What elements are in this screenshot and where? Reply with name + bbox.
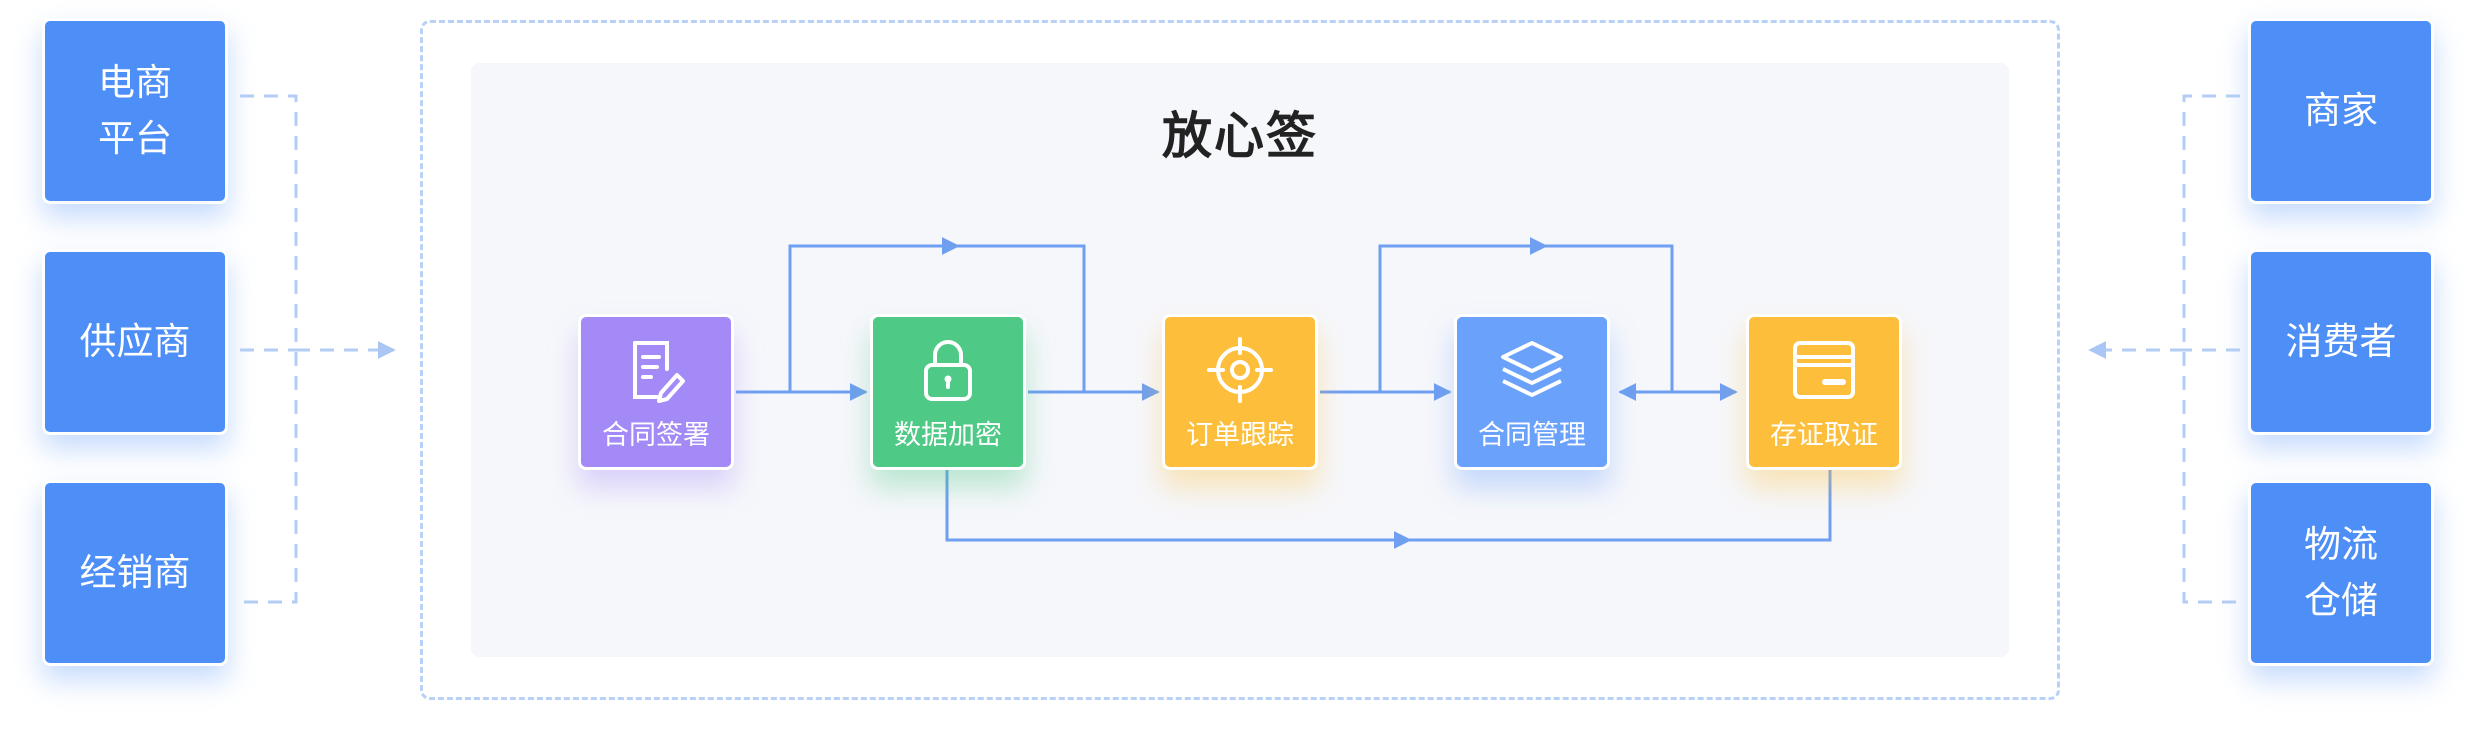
party-logistics-warehouse: 物流 仓储 bbox=[2248, 480, 2434, 666]
node-label: 合同签署 bbox=[602, 420, 710, 451]
node-contract-signing: 合同签署 bbox=[578, 314, 734, 470]
lock-icon bbox=[924, 340, 972, 401]
certificate-icon bbox=[1793, 341, 1855, 399]
source-supplier: 供应商 bbox=[42, 249, 228, 435]
party-merchant: 商家 bbox=[2248, 18, 2434, 204]
panel-title: 放心签 bbox=[1162, 107, 1318, 165]
left-bracket-connector bbox=[240, 94, 396, 604]
node-label: 合同管理 bbox=[1478, 420, 1586, 451]
node-data-encryption: 数据加密 bbox=[870, 314, 1026, 470]
node-label: 订单跟踪 bbox=[1186, 420, 1294, 451]
party-consumer: 消费者 bbox=[2248, 249, 2434, 435]
target-icon bbox=[1207, 337, 1273, 403]
node-contract-management: 合同管理 bbox=[1454, 314, 1610, 470]
node-label: 数据加密 bbox=[894, 420, 1002, 451]
loop-bottom bbox=[945, 470, 1832, 542]
document-sign-icon bbox=[633, 341, 685, 403]
layers-icon bbox=[1501, 341, 1563, 397]
node-order-tracking: 订单跟踪 bbox=[1162, 314, 1318, 470]
right-bracket-connector bbox=[2088, 94, 2240, 604]
node-label: 存证取证 bbox=[1770, 420, 1878, 451]
node-evidence-storage: 存证取证 bbox=[1746, 314, 1902, 470]
source-ecommerce-platform: 电商 平台 bbox=[42, 18, 228, 204]
source-distributor: 经销商 bbox=[42, 480, 228, 666]
platform-frame bbox=[420, 20, 2060, 700]
